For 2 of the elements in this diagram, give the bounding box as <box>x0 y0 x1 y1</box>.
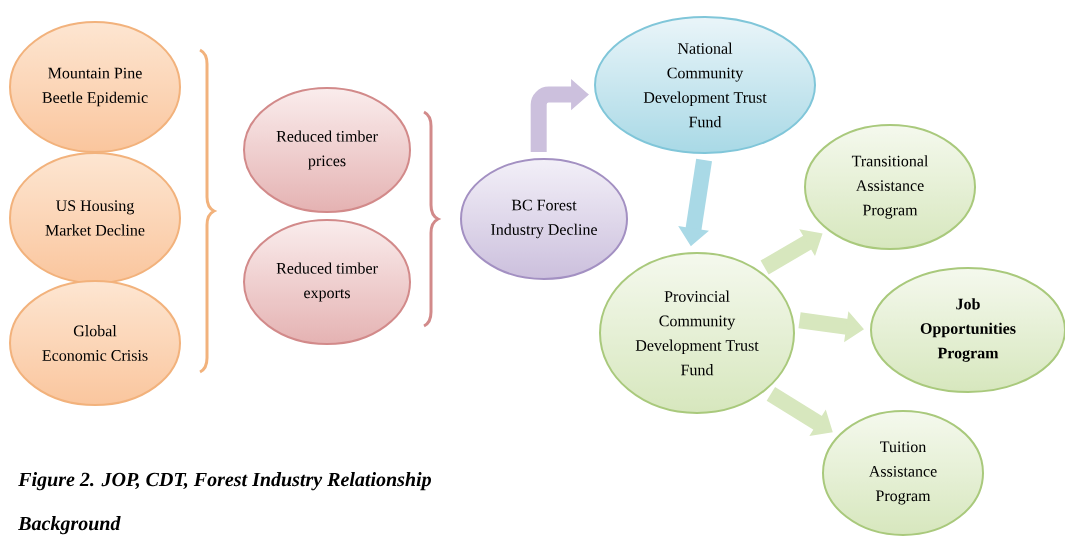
section-heading: Background <box>18 516 121 535</box>
caption: Figure 2. JOP, CDT, Forest Industry Relationship <box>18 472 431 491</box>
